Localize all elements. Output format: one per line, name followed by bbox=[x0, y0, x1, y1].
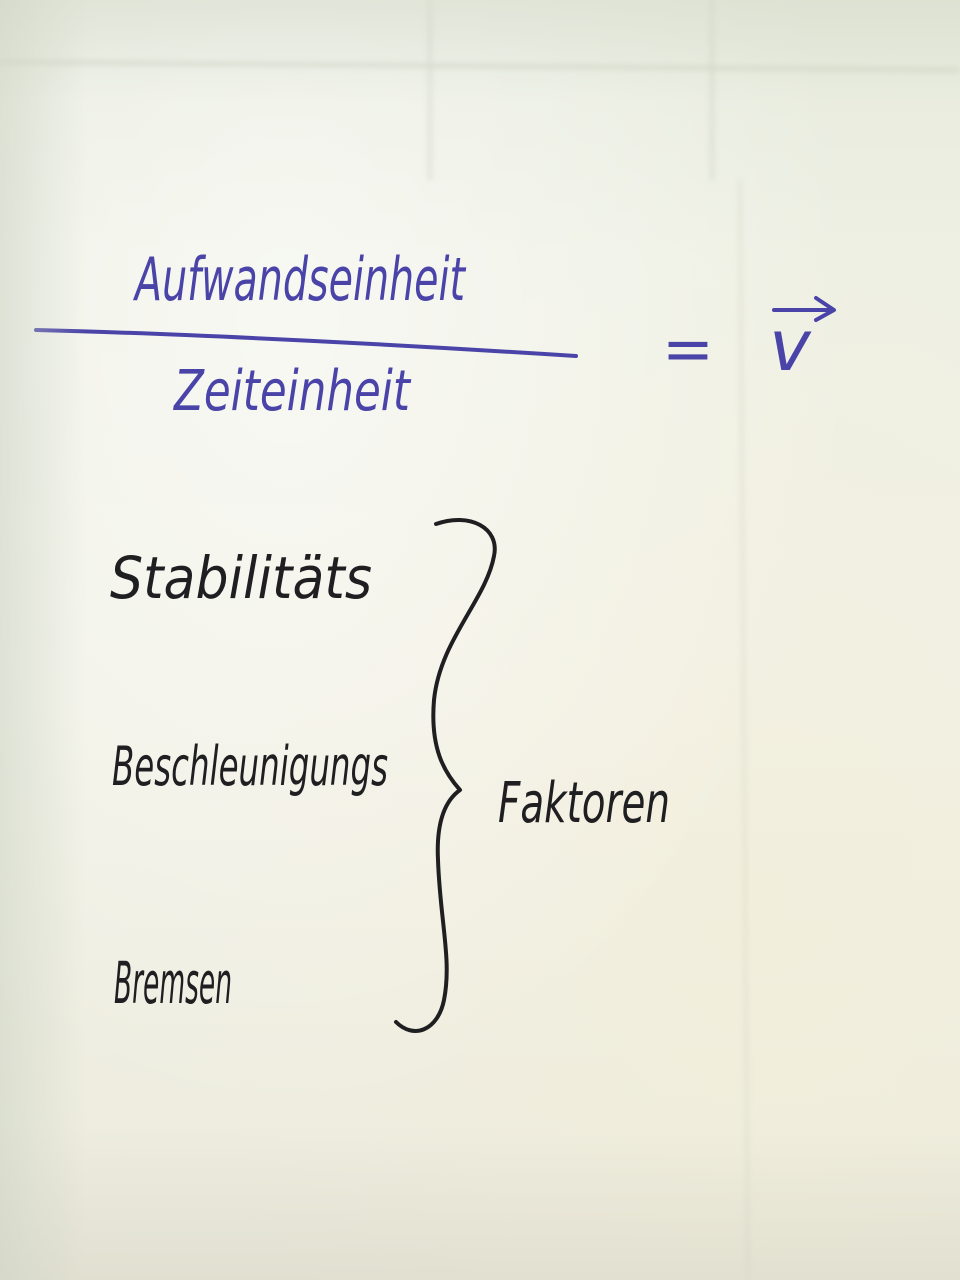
fraction-bar bbox=[34, 328, 578, 358]
factor-item-acceleration: Beschleunigungs bbox=[112, 735, 388, 798]
factor-item-stability: Stabilitäts bbox=[110, 544, 372, 612]
factors-label: Faktoren bbox=[498, 771, 670, 836]
velocity-symbol: v bbox=[769, 305, 812, 387]
factor-item-braking: Bremsen bbox=[114, 949, 232, 1017]
equals-sign: = bbox=[662, 312, 714, 385]
curly-brace-icon bbox=[394, 518, 497, 1033]
fraction-denominator: Zeiteinheit bbox=[172, 359, 411, 424]
fraction-numerator: Aufwandseinheit bbox=[132, 245, 466, 315]
